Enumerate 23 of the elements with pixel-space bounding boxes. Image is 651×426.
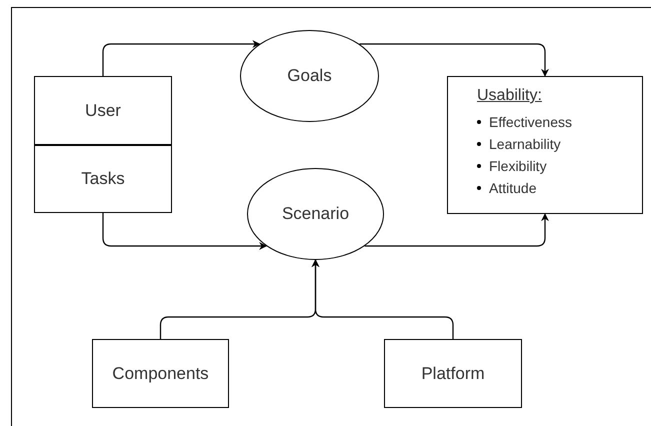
node-label: User bbox=[85, 100, 121, 122]
process-box bbox=[34, 145, 172, 213]
arrow bbox=[102, 40, 260, 76]
arrow bbox=[312, 259, 454, 339]
node-label: Goals bbox=[287, 65, 332, 88]
list-box bbox=[447, 76, 643, 214]
list-heading: Usability: bbox=[477, 86, 542, 106]
node-label: Scenario bbox=[282, 203, 350, 226]
arrow bbox=[102, 213, 268, 250]
list-item: Attitude bbox=[489, 179, 536, 198]
list-item: Flexibility bbox=[489, 157, 547, 176]
node-label: Platform bbox=[421, 362, 485, 385]
node-label: Tasks bbox=[81, 168, 125, 190]
list-item: Effectiveness bbox=[489, 113, 572, 132]
list-item: Learnability bbox=[489, 135, 561, 154]
process-box bbox=[34, 76, 172, 145]
ellipse-node bbox=[247, 168, 384, 260]
process-box bbox=[384, 339, 522, 408]
process-box bbox=[92, 339, 229, 408]
node-label: Components bbox=[112, 362, 209, 385]
arrow bbox=[359, 43, 549, 77]
ellipse-node bbox=[240, 30, 379, 122]
arrow bbox=[364, 213, 549, 247]
